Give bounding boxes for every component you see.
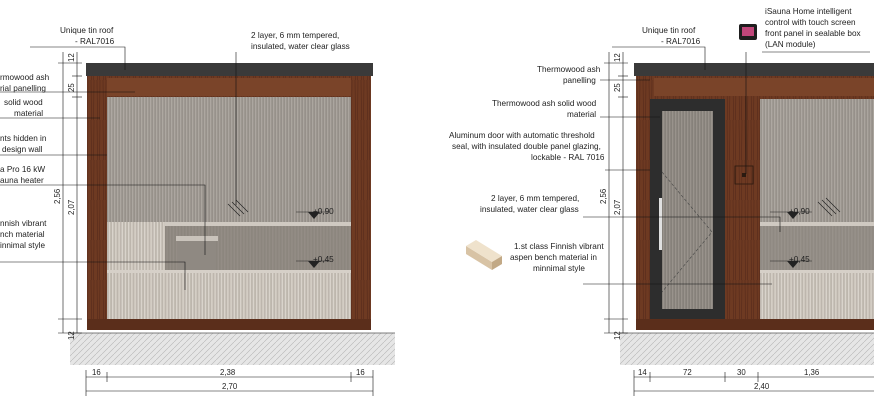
dim-h-30-right: 30 <box>737 368 746 377</box>
dim-h-14-right: 14 <box>638 368 647 377</box>
svg-text:1.st class Finnish vibrant: 1.st class Finnish vibrant <box>514 242 604 251</box>
panelling-label-left: rmowood ash rial panelling <box>0 73 50 93</box>
panelling-band-right <box>654 78 874 96</box>
svg-text:rial panelling: rial panelling <box>0 84 46 93</box>
solid-wood-label-left: solid wood material <box>4 98 43 118</box>
control-box <box>734 165 754 185</box>
level-045-right: +0,45 <box>789 255 810 264</box>
dim-v-12-bot-right: 12 <box>613 331 622 340</box>
dim-v-25-left: 25 <box>67 83 76 92</box>
dim-v-256-left: 2,56 <box>53 189 62 204</box>
door-glazing <box>662 111 713 309</box>
door-label-right: Aluminum door with automatic threshold s… <box>449 131 605 162</box>
dim-v-25-right: 25 <box>613 83 622 92</box>
svg-text:2 layer, 6 mm tempered,: 2 layer, 6 mm tempered, <box>491 194 579 203</box>
glass-label-left: 2 layer, 6 mm tempered, insulated, water… <box>251 31 350 51</box>
svg-text:- RAL7016: - RAL7016 <box>661 37 701 46</box>
svg-text:solid wood: solid wood <box>4 98 43 107</box>
dim-v-207-left: 2,07 <box>67 200 76 215</box>
svg-text:Thermowood ash solid wood: Thermowood ash solid wood <box>492 99 597 108</box>
svg-text:Unique tin roof: Unique tin roof <box>60 26 114 35</box>
ground-right <box>620 333 874 365</box>
dim-v-12-top-right: 12 <box>613 53 622 62</box>
panelling-band-left <box>107 78 351 96</box>
control-label-right: iSauna Home intelligent control with tou… <box>765 7 861 49</box>
svg-text:auna heater: auna heater <box>0 176 44 185</box>
dim-v-207-right: 2,07 <box>613 200 622 215</box>
svg-text:minnimal style: minnimal style <box>533 264 585 273</box>
tin-roof-right <box>634 63 874 76</box>
svg-text:aspen bench material in: aspen bench material in <box>510 253 597 262</box>
dim-h-16-left: 16 <box>92 368 101 377</box>
right-elevation: +0,90 +0,45 Unique tin roof <box>449 7 874 396</box>
ground-left <box>70 333 395 365</box>
door-handle <box>659 198 662 250</box>
solid-wood-label-right: Thermowood ash solid wood material <box>492 99 597 119</box>
dim-v-256-right: 2,56 <box>599 189 608 204</box>
svg-text:nch material: nch material <box>0 230 45 239</box>
svg-text:iSauna Home intelligent: iSauna Home intelligent <box>765 7 852 16</box>
svg-text:Aluminum door with automatic t: Aluminum door with automatic threshold <box>449 131 595 140</box>
roof-label-right: Unique tin roof - RAL7016 <box>642 26 701 46</box>
heater-label-left: a Pro 16 kW auna heater <box>0 165 45 185</box>
svg-text:insulated, water clear glass: insulated, water clear glass <box>251 42 350 51</box>
dim-v-12-bot-left: 12 <box>67 331 76 340</box>
level-045-left: +0,45 <box>313 255 334 264</box>
svg-text:- RAL7016: - RAL7016 <box>75 37 115 46</box>
bench-label-right: 1.st class Finnish vibrant aspen bench m… <box>510 242 604 273</box>
svg-text:innimal style: innimal style <box>0 241 45 250</box>
roof-label-left: Unique tin roof - RAL7016 <box>60 26 115 46</box>
svg-text:seal, with insulated double pa: seal, with insulated double panel glazin… <box>452 142 601 151</box>
dim-v-12-top-left: 12 <box>67 53 76 62</box>
lights-label-left: nts hidden in design wall <box>0 134 47 154</box>
svg-text:insulated, water clear glass: insulated, water clear glass <box>480 205 579 214</box>
panelling-label-right: Thermowood ash panelling <box>537 65 601 85</box>
svg-text:front panel in sealable box: front panel in sealable box <box>765 29 861 38</box>
tin-roof-left <box>86 63 373 76</box>
svg-text:a Pro 16 kW: a Pro 16 kW <box>0 165 45 174</box>
level-090-left: +0,90 <box>313 207 334 216</box>
svg-text:control with touch screen: control with touch screen <box>765 18 856 27</box>
left-elevation: +0,90 +0,45 Unique tin roof - RAL7016 2 … <box>0 26 395 396</box>
glass-label-right: 2 layer, 6 mm tempered, insulated, water… <box>480 194 579 214</box>
svg-text:Unique tin roof: Unique tin roof <box>642 26 696 35</box>
bench-material-icon <box>466 240 502 270</box>
svg-text:nts hidden in: nts hidden in <box>0 134 47 143</box>
svg-text:rmowood ash: rmowood ash <box>0 73 50 82</box>
level-090-right: +0,90 <box>789 207 810 216</box>
svg-text:material: material <box>567 110 596 119</box>
control-panel-icon <box>739 24 757 40</box>
svg-text:lockable - RAL 7016: lockable - RAL 7016 <box>531 153 605 162</box>
svg-text:2 layer, 6 mm tempered,: 2 layer, 6 mm tempered, <box>251 31 339 40</box>
svg-text:panelling: panelling <box>563 76 596 85</box>
dim-h-136-right: 1,36 <box>804 368 819 377</box>
svg-text:(LAN module): (LAN module) <box>765 40 816 49</box>
svg-text:design wall: design wall <box>2 145 43 154</box>
dim-h-270-left: 2,70 <box>222 382 238 391</box>
bench-label-left: nnish vibrant nch material innimal style <box>0 219 47 250</box>
dim-h-72-right: 72 <box>683 368 692 377</box>
svg-text:material: material <box>14 109 43 118</box>
dim-h-238-left: 2,38 <box>220 368 235 377</box>
svg-text:Thermowood ash: Thermowood ash <box>537 65 601 74</box>
dim-h-16-right: 16 <box>356 368 365 377</box>
dim-h-240-right: 2,40 <box>754 382 770 391</box>
svg-text:nnish vibrant: nnish vibrant <box>0 219 47 228</box>
